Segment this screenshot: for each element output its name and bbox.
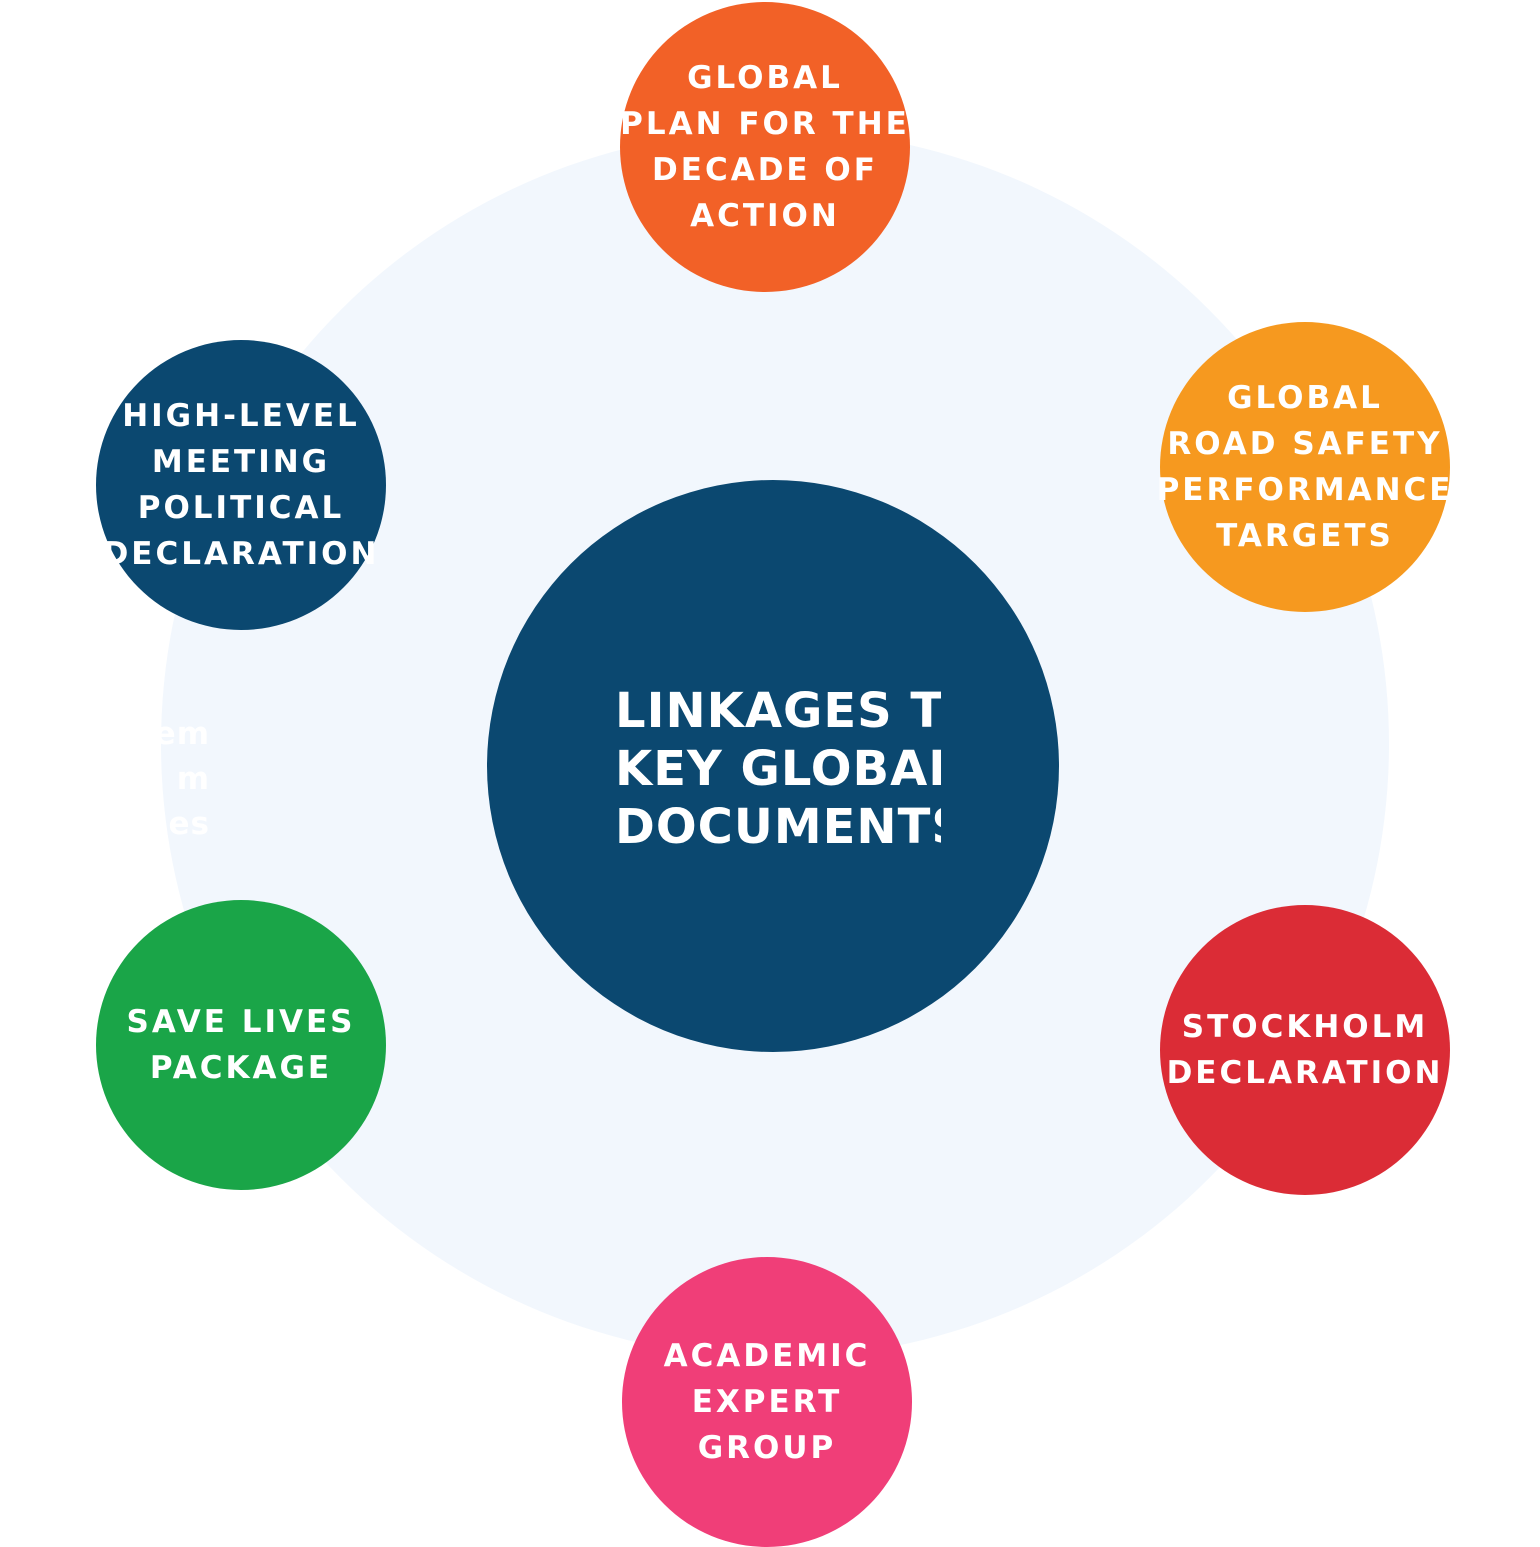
node-label-line: ACADEMIC [663, 1338, 871, 1374]
node-label-line: GLOBAL [687, 60, 843, 96]
node-global-plan: GLOBAL PLAN FOR THE DECADE OF ACTION [620, 2, 910, 292]
node-label-line: EXPERT [691, 1384, 843, 1420]
node-label-line: DECLARATION [1166, 1055, 1444, 1091]
node-performance-targets: GLOBAL ROAD SAFETY PERFORMANCE TARGETS [1157, 322, 1450, 612]
node-save-lives-label: SAVE LIVES PACKAGE [127, 999, 356, 1091]
node-global-plan-label: GLOBAL PLAN FOR THE DECADE OF ACTION [620, 55, 910, 239]
node-label-line: TARGETS [1216, 518, 1394, 554]
node-label-line: PACKAGE [149, 1050, 333, 1086]
node-label-line: PERFORMANCE [1156, 472, 1454, 508]
node-label-line: STOCKHOLM [1181, 1009, 1429, 1045]
center-label-line: LINKAGES TO [615, 683, 941, 739]
node-save-lives-package: SAVE LIVES PACKAGE [96, 900, 386, 1190]
node-label-line: PLAN FOR THE [620, 106, 910, 142]
center-label-line: KEY GLOBAL [615, 741, 941, 797]
faint-text-line: em [154, 716, 210, 752]
node-label-line: GROUP [697, 1430, 837, 1466]
center-label-line: DOCUMENTS [615, 799, 941, 855]
node-stockholm-label: STOCKHOLM DECLARATION [1167, 1004, 1444, 1096]
node-label-line: MEETING [151, 444, 331, 480]
node-label-line: POLITICAL [137, 490, 345, 526]
node-academic-label: ACADEMIC EXPERT GROUP [664, 1333, 871, 1471]
faint-background-text: em m es [100, 712, 210, 847]
node-academic-expert-group: ACADEMIC EXPERT GROUP [622, 1257, 912, 1547]
faint-text-line: es [168, 806, 210, 842]
node-label-line: ACTION [690, 198, 840, 234]
node-label-line: DECADE OF [652, 152, 878, 188]
node-label-line: HIGH-LEVEL [122, 398, 360, 434]
node-performance-targets-label: GLOBAL ROAD SAFETY PERFORMANCE TARGETS [1157, 375, 1454, 559]
node-label-line: GLOBAL [1227, 380, 1383, 416]
node-stockholm-declaration: STOCKHOLM DECLARATION [1160, 905, 1450, 1195]
center-hub-label: LINKAGES TO KEY GLOBAL DOCUMENTS [615, 682, 941, 856]
node-label-line: SAVE LIVES [126, 1004, 356, 1040]
node-label-line: DECLARATION [102, 536, 380, 572]
node-high-level-label: HIGH-LEVEL MEETING POLITICAL DECLARATION [103, 393, 380, 577]
node-label-line: ROAD SAFETY [1167, 426, 1443, 462]
faint-text-line: m [176, 761, 210, 797]
center-hub: LINKAGES TO KEY GLOBAL DOCUMENTS [487, 480, 1059, 1052]
node-high-level-meeting: HIGH-LEVEL MEETING POLITICAL DECLARATION [96, 340, 386, 630]
